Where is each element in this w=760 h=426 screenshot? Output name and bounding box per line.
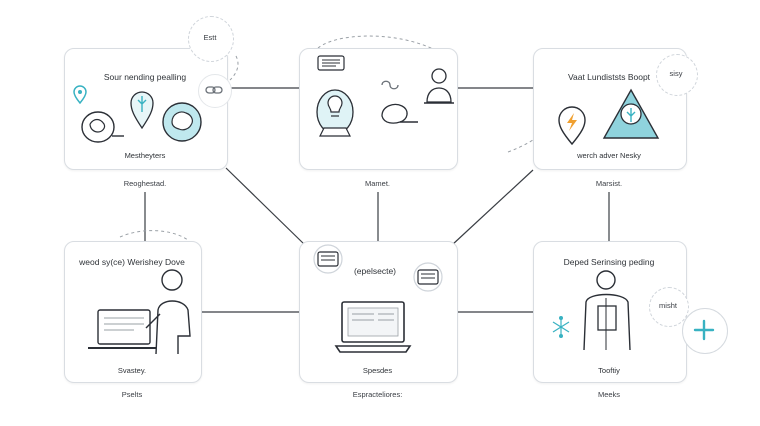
card-3-caption: werch adver Nesky [577, 151, 641, 160]
bubble-2-text: sisy [669, 69, 683, 78]
link-loop-icon [381, 80, 399, 90]
card-6-title: Deped Serinsing peding [563, 257, 655, 267]
card-5-title: (epelsecte) [353, 266, 397, 276]
tree-location-icon [602, 88, 660, 139]
card-5-label: Espracteliores: [352, 390, 403, 399]
bubble-1 [188, 16, 234, 62]
card-4-title: weod sy(ce) Werishey Dove [79, 257, 185, 267]
document-stack-icon [317, 55, 345, 71]
brain-hand-icon [381, 103, 418, 124]
card-1-caption: Mestheyters [124, 151, 166, 160]
connector-c1-c5 [225, 167, 306, 246]
card-3-label: Marsist. [595, 179, 623, 188]
location-arrow-icon [558, 106, 586, 146]
document-stack-icon-right [413, 262, 443, 292]
card-4-label: Pselts [121, 390, 143, 399]
card-6-caption: Tooftiy [598, 366, 620, 375]
brain-head-icon [81, 111, 124, 143]
document-stack-icon-left [313, 244, 343, 274]
location-pin-leaf-icon [130, 91, 154, 130]
brain-circle-icon [162, 102, 202, 142]
map-pin-icon [73, 85, 87, 105]
card-2-label: Mamet. [364, 179, 390, 188]
chain-link-icon [205, 86, 223, 94]
card-6-label: Meeks [597, 390, 621, 399]
cross-icon [693, 319, 715, 341]
user-avatar-icon [424, 68, 454, 104]
bubble-2 [656, 54, 698, 96]
doctor-icon [583, 270, 631, 351]
bubble-3-text: misht [659, 301, 677, 310]
molecule-icon [552, 316, 570, 338]
dashed-link-c4 [119, 230, 189, 241]
dashed-link-b1 [229, 55, 239, 81]
bubble-3 [649, 287, 689, 327]
card-5-caption: Spesdes [362, 366, 393, 375]
lightbulb-head-icon [316, 89, 354, 137]
connector-c3-c5 [451, 169, 534, 246]
dashed-link-c3 [507, 107, 561, 153]
bubble-1-text: Estt [203, 33, 217, 42]
card-4-caption: Svastey. [117, 366, 147, 375]
card-3-title: Vaat Lundiststs Boopt [567, 72, 651, 82]
person-laptop-icon [88, 269, 191, 355]
laptop-icon [334, 301, 412, 353]
card-1-label: Reoghestad. [123, 179, 167, 188]
card-1-title: Sour nending pealling [103, 72, 187, 82]
